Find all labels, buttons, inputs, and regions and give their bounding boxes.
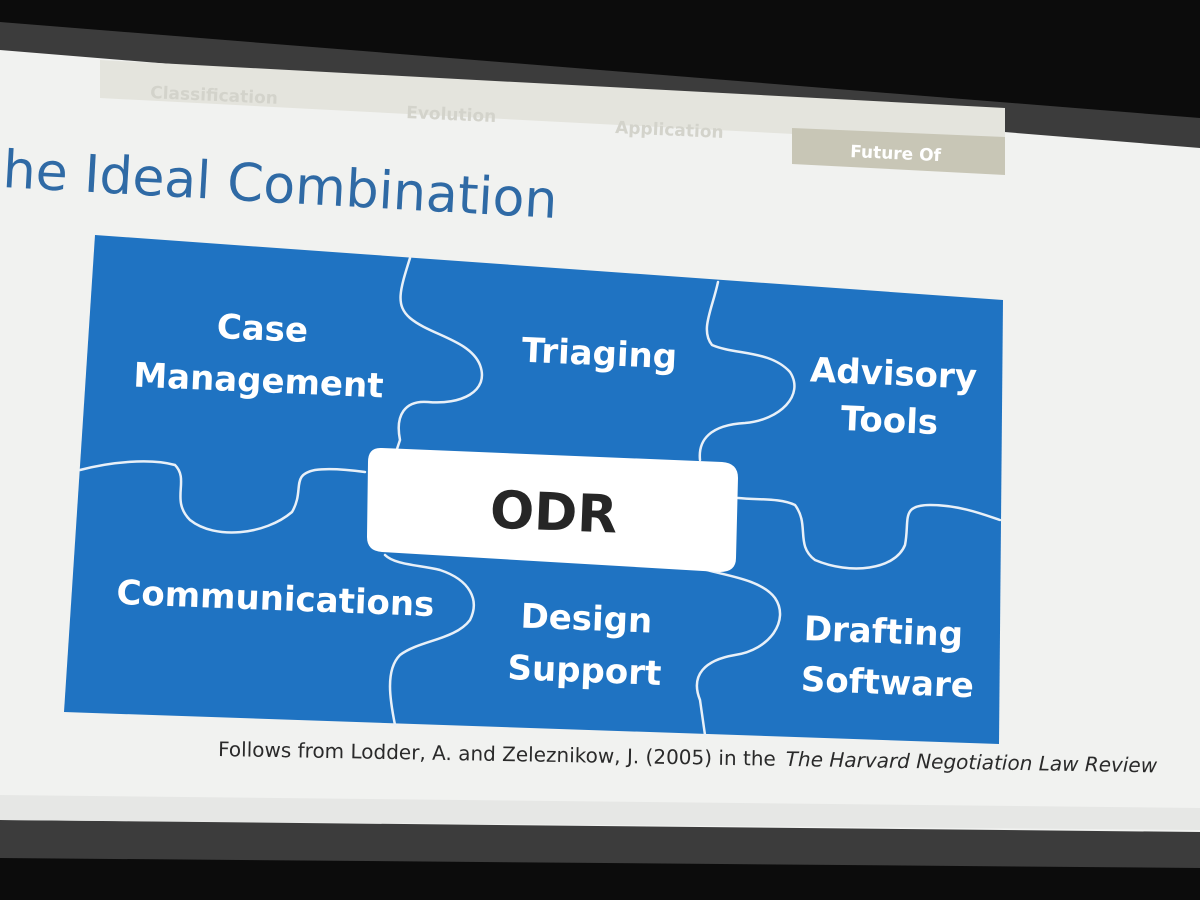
nav-tab-evolution-label: Evolution: [406, 103, 497, 127]
seam-left-horizontal: [78, 460, 367, 534]
piece-design-support-line2: Support: [507, 648, 662, 694]
piece-design-support-line1: Design: [520, 596, 653, 641]
piece-case-management-line1: Case: [216, 307, 309, 351]
odr-puzzle: Case Management Triaging Advisory Tools …: [64, 235, 1003, 744]
piece-advisory-tools: Advisory Tools: [809, 350, 978, 443]
odr-box-background: [367, 447, 738, 572]
seam-left-bottom: [383, 553, 475, 727]
puzzle-seams: [78, 256, 1002, 737]
piece-drafting-software-line2: Software: [800, 660, 974, 707]
odr-center-box: ODR: [367, 447, 738, 572]
nav-tab-application-label: Application: [615, 118, 724, 143]
nav-bar-background: [100, 60, 1005, 145]
nav-tab-evolution[interactable]: Evolution: [406, 103, 497, 127]
slide-bottom-band: [0, 795, 1200, 830]
seam-left-top: [393, 256, 484, 457]
seam-right-bottom: [695, 566, 782, 737]
piece-advisory-tools-line2: Tools: [840, 399, 939, 443]
seam-right-horizontal: [736, 496, 1002, 570]
seam-right-top: [698, 280, 796, 462]
nav-tab-future-of-label: Future Of: [850, 142, 942, 166]
piece-drafting-software-line1: Drafting: [803, 609, 964, 655]
nav-tab-application[interactable]: Application: [615, 118, 724, 143]
nav-tab-future-of-background: [792, 128, 1005, 175]
piece-triaging: Triaging: [521, 331, 678, 378]
piece-triaging-label: Triaging: [521, 331, 678, 378]
odr-label: ODR: [489, 480, 619, 545]
piece-design-support: Design Support: [507, 596, 662, 693]
piece-drafting-software: Drafting Software: [800, 609, 974, 706]
slide-nav: Classification Evolution Application Fut…: [100, 60, 1005, 175]
piece-advisory-tools-line1: Advisory: [809, 350, 978, 397]
nav-tab-future-of[interactable]: Future Of: [792, 128, 1005, 175]
